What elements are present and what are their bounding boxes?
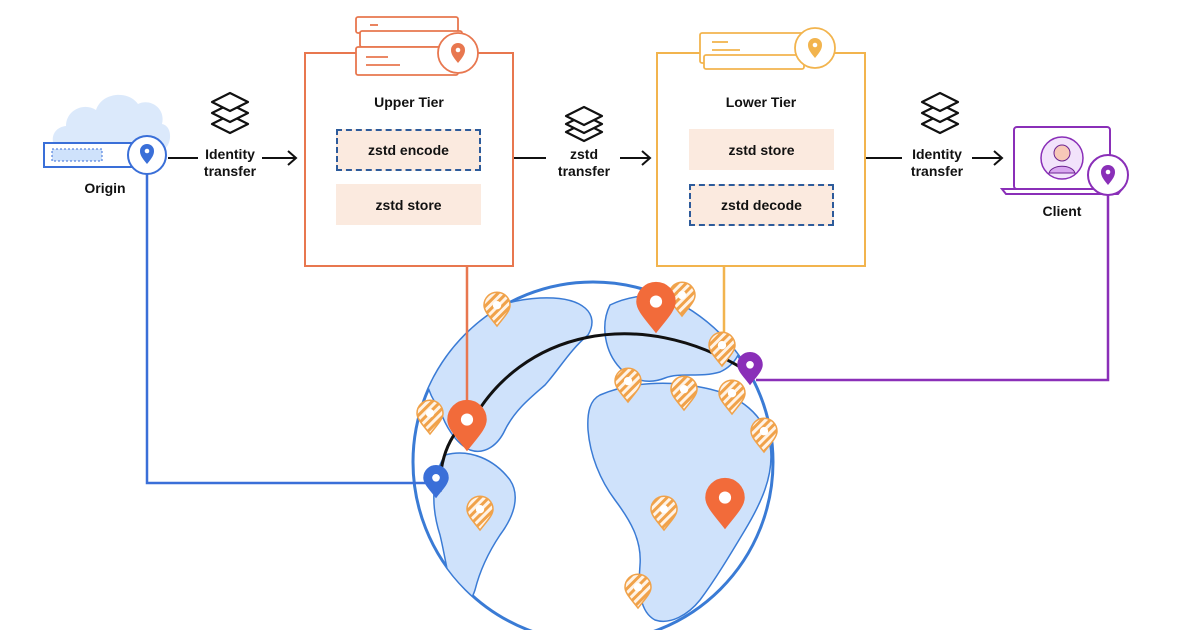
left-transfer-line-2: transfer [203,163,257,179]
origin-pin-icon [423,465,449,499]
layers-icon [564,105,604,143]
layers-icon [920,91,960,135]
pop-pin-icon [650,495,678,532]
lower-tier-op-store: zstd store [689,129,834,170]
origin-server-icon [43,135,167,175]
right-transfer-line-1: Identity [912,146,962,162]
arrow-origin-to-upper [168,150,298,166]
middle-transfer-line-1: zstd [570,146,598,162]
pop-pin-icon [750,417,778,454]
pop-pin-icon [708,331,736,368]
pop-pin-icon [718,379,746,416]
pop-pin-icon [483,291,511,328]
arrow-lower-to-client [866,150,1004,166]
tier-pin-icon [705,477,745,530]
pop-pin-icon [670,375,698,412]
pop-pin-icon [416,399,444,436]
client-pin-icon [1087,154,1129,196]
lower-tier-server-icon [699,27,836,70]
upper-tier-op-encode: zstd encode [336,129,481,171]
lower-tier-title: Lower Tier [725,94,797,110]
lower-tier-op-decode: zstd decode [689,184,834,226]
upper-tier-op-store: zstd store [336,184,481,225]
upper-tier-title: Upper Tier [374,94,444,110]
map-pins [416,281,778,610]
tier-pin-icon [636,281,676,334]
middle-transfer-line-2: transfer [557,163,611,179]
left-transfer-label: Identity transfer [196,146,264,180]
route-arc-main [468,332,746,426]
tier-pin-icon [447,399,487,452]
pop-pin-icon [614,367,642,404]
continent-south-america [433,452,516,606]
pop-pin-icon [466,495,494,532]
pop-pin-icon [624,573,652,610]
layers-icon [210,91,250,135]
client-location-pin-icon [737,352,763,386]
upper-tier-server-icon [355,16,479,76]
right-transfer-line-2: transfer [910,163,964,179]
middle-transfer-label: zstd transfer [548,146,620,180]
left-transfer-line-1: Identity [205,146,255,162]
arrow-upper-to-lower [513,150,652,166]
client-label: Client [1042,203,1082,219]
origin-label: Origin [84,180,126,196]
client-line [756,195,1110,382]
right-transfer-label: Identity transfer [902,146,972,180]
origin-line [145,170,434,485]
client-laptop-icon [999,126,1125,195]
